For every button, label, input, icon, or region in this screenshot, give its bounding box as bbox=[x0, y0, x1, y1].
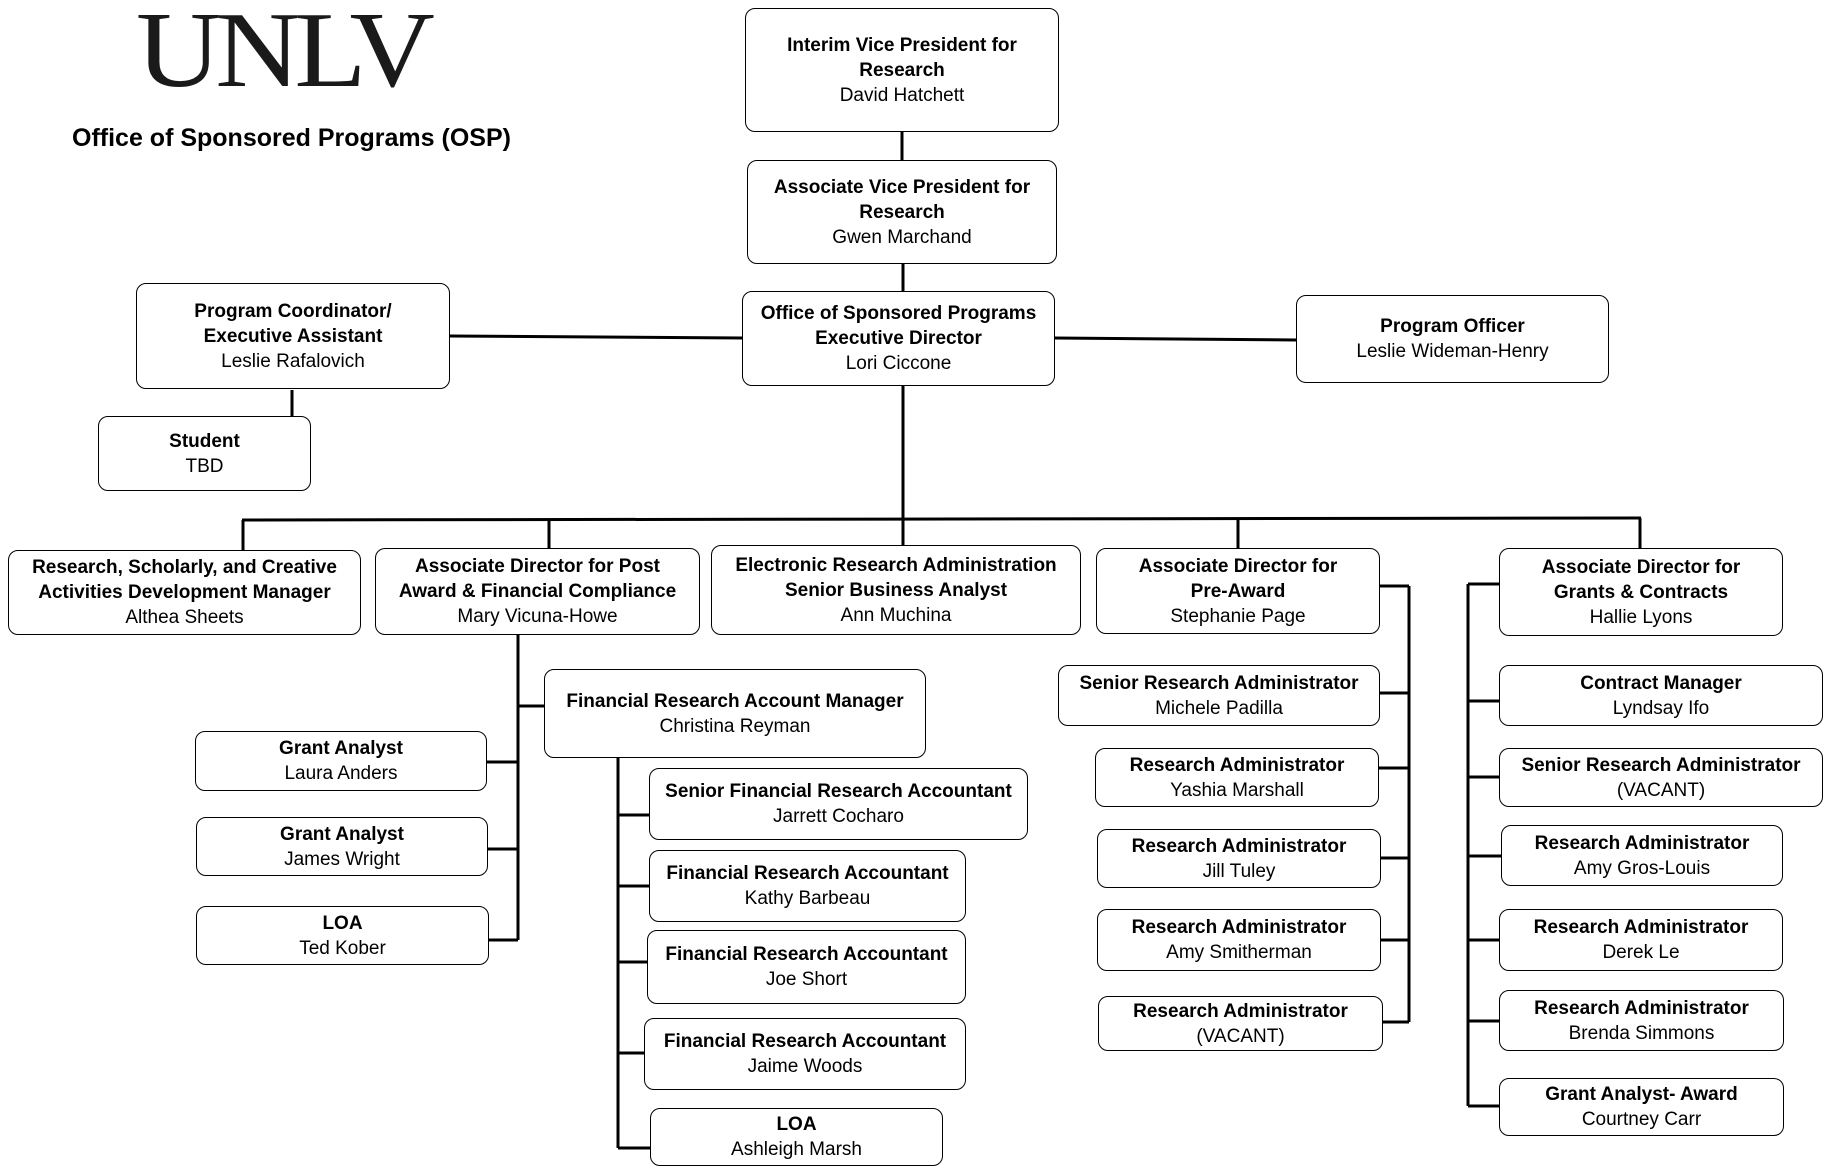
box-financial-research-accountant-2: Financial Research Accountant Joe Short bbox=[647, 930, 966, 1004]
box-name: James Wright bbox=[284, 848, 400, 870]
box-name: Ann Muchina bbox=[840, 604, 952, 626]
box-name: Kathy Barbeau bbox=[744, 888, 871, 909]
box-name: Amy Gros-Louis bbox=[1573, 857, 1711, 879]
box-ad-post-award: Associate Director for Post Award & Fina… bbox=[375, 548, 700, 635]
box-research-administrator-pre-1: Research Administrator Yashia Marshall bbox=[1095, 748, 1379, 807]
box-grant-analyst-1: Grant Analyst Laura Anders bbox=[195, 731, 487, 791]
box-grant-analyst-award: Grant Analyst- Award Courtney Carr bbox=[1499, 1078, 1784, 1136]
box-research-administrator-gc-2: Research Administrator Derek Le bbox=[1499, 909, 1783, 971]
box-name: Derek Le bbox=[1602, 942, 1680, 963]
box-research-administrator-gc-3: Research Administrator Brenda Simmons bbox=[1499, 990, 1784, 1051]
box-name: Hallie Lyons bbox=[1589, 606, 1693, 628]
box-name: Lyndsay Ifo bbox=[1612, 697, 1710, 719]
box-name: Althea Sheets bbox=[125, 607, 244, 628]
box-title: Program Coordinator/ Executive Assistant bbox=[194, 300, 392, 347]
box-name: Mary Vicuna-Howe bbox=[457, 606, 618, 627]
box-grant-analyst-2: Grant Analyst James Wright bbox=[196, 817, 488, 876]
box-financial-research-accountant-1: Financial Research Accountant Kathy Barb… bbox=[649, 850, 966, 922]
box-title: Interim Vice President for Research bbox=[787, 34, 1017, 81]
box-name: Laura Anders bbox=[284, 763, 398, 784]
box-title: Office of Sponsored Programs Executive D… bbox=[760, 303, 1037, 349]
page-title: Office of Sponsored Programs (OSP) bbox=[72, 124, 511, 152]
box-name: Jarrett Cocharo bbox=[773, 806, 904, 827]
box-name: (VACANT) bbox=[1196, 1025, 1285, 1047]
box-loa-1: LOA Ted Kober bbox=[196, 906, 489, 965]
box-era-business-analyst: Electronic Research Administration Senio… bbox=[711, 545, 1081, 635]
box-title: Contract Manager bbox=[1580, 672, 1742, 694]
box-financial-research-accountant-3: Financial Research Accountant Jaime Wood… bbox=[644, 1018, 966, 1090]
box-title: Senior Research Administrator bbox=[1079, 672, 1359, 694]
box-title: Associate Director for Grants & Contract… bbox=[1541, 556, 1741, 603]
box-name: Lori Ciccone bbox=[845, 353, 952, 374]
box-name: Brenda Simmons bbox=[1568, 1022, 1715, 1044]
box-title: Senior Financial Research Accountant bbox=[665, 781, 1012, 802]
box-name: Christina Reyman bbox=[659, 715, 811, 737]
box-senior-financial-research-accountant: Senior Financial Research Accountant Jar… bbox=[649, 768, 1028, 840]
box-contract-manager: Contract Manager Lyndsay Ifo bbox=[1499, 665, 1823, 726]
box-title: Research Administrator bbox=[1534, 997, 1749, 1019]
box-associate-vp-research: Associate Vice President for Research Gw… bbox=[747, 160, 1057, 264]
box-ad-grants-contracts: Associate Director for Grants & Contract… bbox=[1499, 548, 1783, 636]
box-title: Research Administrator bbox=[1533, 917, 1749, 938]
box-name: Ted Kober bbox=[299, 937, 386, 959]
box-name: (VACANT) bbox=[1616, 779, 1706, 801]
box-title: Associate Vice President for Research bbox=[773, 176, 1031, 223]
box-title: Associate Director for Post Award & Fina… bbox=[398, 556, 677, 602]
box-research-administrator-pre-2: Research Administrator Jill Tuley bbox=[1097, 829, 1381, 888]
box-program-officer: Program Officer Leslie Wideman-Henry bbox=[1296, 295, 1609, 383]
box-title: Financial Research Accountant bbox=[665, 944, 948, 965]
box-title: Financial Research Accountant bbox=[663, 1031, 947, 1052]
box-name: David Hatchett bbox=[839, 84, 965, 106]
box-name: Courtney Carr bbox=[1581, 1109, 1702, 1130]
box-title: Grant Analyst bbox=[279, 738, 403, 759]
box-interim-vp-research: Interim Vice President for Research Davi… bbox=[745, 8, 1059, 132]
box-title: Research Administrator bbox=[1131, 835, 1347, 857]
box-student: Student TBD bbox=[98, 416, 311, 491]
unlv-logo: UNLV bbox=[136, 0, 435, 111]
box-title: LOA bbox=[322, 912, 363, 934]
box-name: Leslie Rafalovich bbox=[221, 350, 365, 372]
box-title: Grant Analyst- Award bbox=[1545, 1084, 1738, 1105]
box-research-administrator-gc-1: Research Administrator Amy Gros-Louis bbox=[1501, 825, 1783, 886]
box-osp-executive-director: Office of Sponsored Programs Executive D… bbox=[742, 291, 1055, 386]
box-name: Ashleigh Marsh bbox=[731, 1139, 862, 1160]
box-financial-research-account-manager: Financial Research Account Manager Chris… bbox=[544, 669, 926, 758]
box-senior-research-administrator-pre: Senior Research Administrator Michele Pa… bbox=[1058, 665, 1380, 726]
box-title: Grant Analyst bbox=[280, 823, 404, 845]
box-senior-research-administrator-gc: Senior Research Administrator (VACANT) bbox=[1499, 748, 1823, 807]
box-title: Research Administrator bbox=[1129, 754, 1345, 776]
box-research-administrator-pre-4: Research Administrator (VACANT) bbox=[1098, 996, 1383, 1051]
box-name: Jill Tuley bbox=[1202, 860, 1276, 882]
box-title: Program Officer bbox=[1380, 316, 1525, 337]
box-title: Financial Research Accountant bbox=[666, 863, 949, 884]
box-name: Michele Padilla bbox=[1155, 697, 1283, 719]
box-program-coordinator: Program Coordinator/ Executive Assistant… bbox=[136, 283, 450, 389]
box-title: Research Administrator bbox=[1534, 832, 1750, 854]
box-title: Student bbox=[169, 430, 240, 452]
box-title: Associate Director for Pre-Award bbox=[1138, 555, 1338, 602]
box-title: Research, Scholarly, and Creative Activi… bbox=[32, 557, 337, 603]
box-ad-pre-award: Associate Director for Pre-Award Stephan… bbox=[1096, 548, 1380, 634]
box-name: Stephanie Page bbox=[1170, 605, 1306, 627]
box-title: Financial Research Account Manager bbox=[566, 690, 904, 712]
box-title: Research Administrator bbox=[1131, 917, 1347, 938]
box-name: Yashia Marshall bbox=[1170, 779, 1304, 801]
box-name: TBD bbox=[185, 455, 224, 477]
box-title: Senior Research Administrator bbox=[1521, 754, 1801, 776]
box-name: Joe Short bbox=[765, 969, 848, 990]
box-name: Gwen Marchand bbox=[832, 226, 972, 248]
box-name: Amy Smitherman bbox=[1166, 942, 1312, 963]
box-title: Research Administrator bbox=[1133, 1000, 1348, 1022]
box-title: LOA bbox=[776, 1114, 817, 1135]
box-name: Leslie Wideman-Henry bbox=[1356, 341, 1549, 362]
box-rsca-development-manager: Research, Scholarly, and Creative Activi… bbox=[8, 550, 361, 635]
box-loa-2: LOA Ashleigh Marsh bbox=[650, 1108, 943, 1166]
box-research-administrator-pre-3: Research Administrator Amy Smitherman bbox=[1097, 909, 1381, 971]
box-title: Electronic Research Administration Senio… bbox=[735, 554, 1057, 601]
box-name: Jaime Woods bbox=[747, 1056, 863, 1077]
